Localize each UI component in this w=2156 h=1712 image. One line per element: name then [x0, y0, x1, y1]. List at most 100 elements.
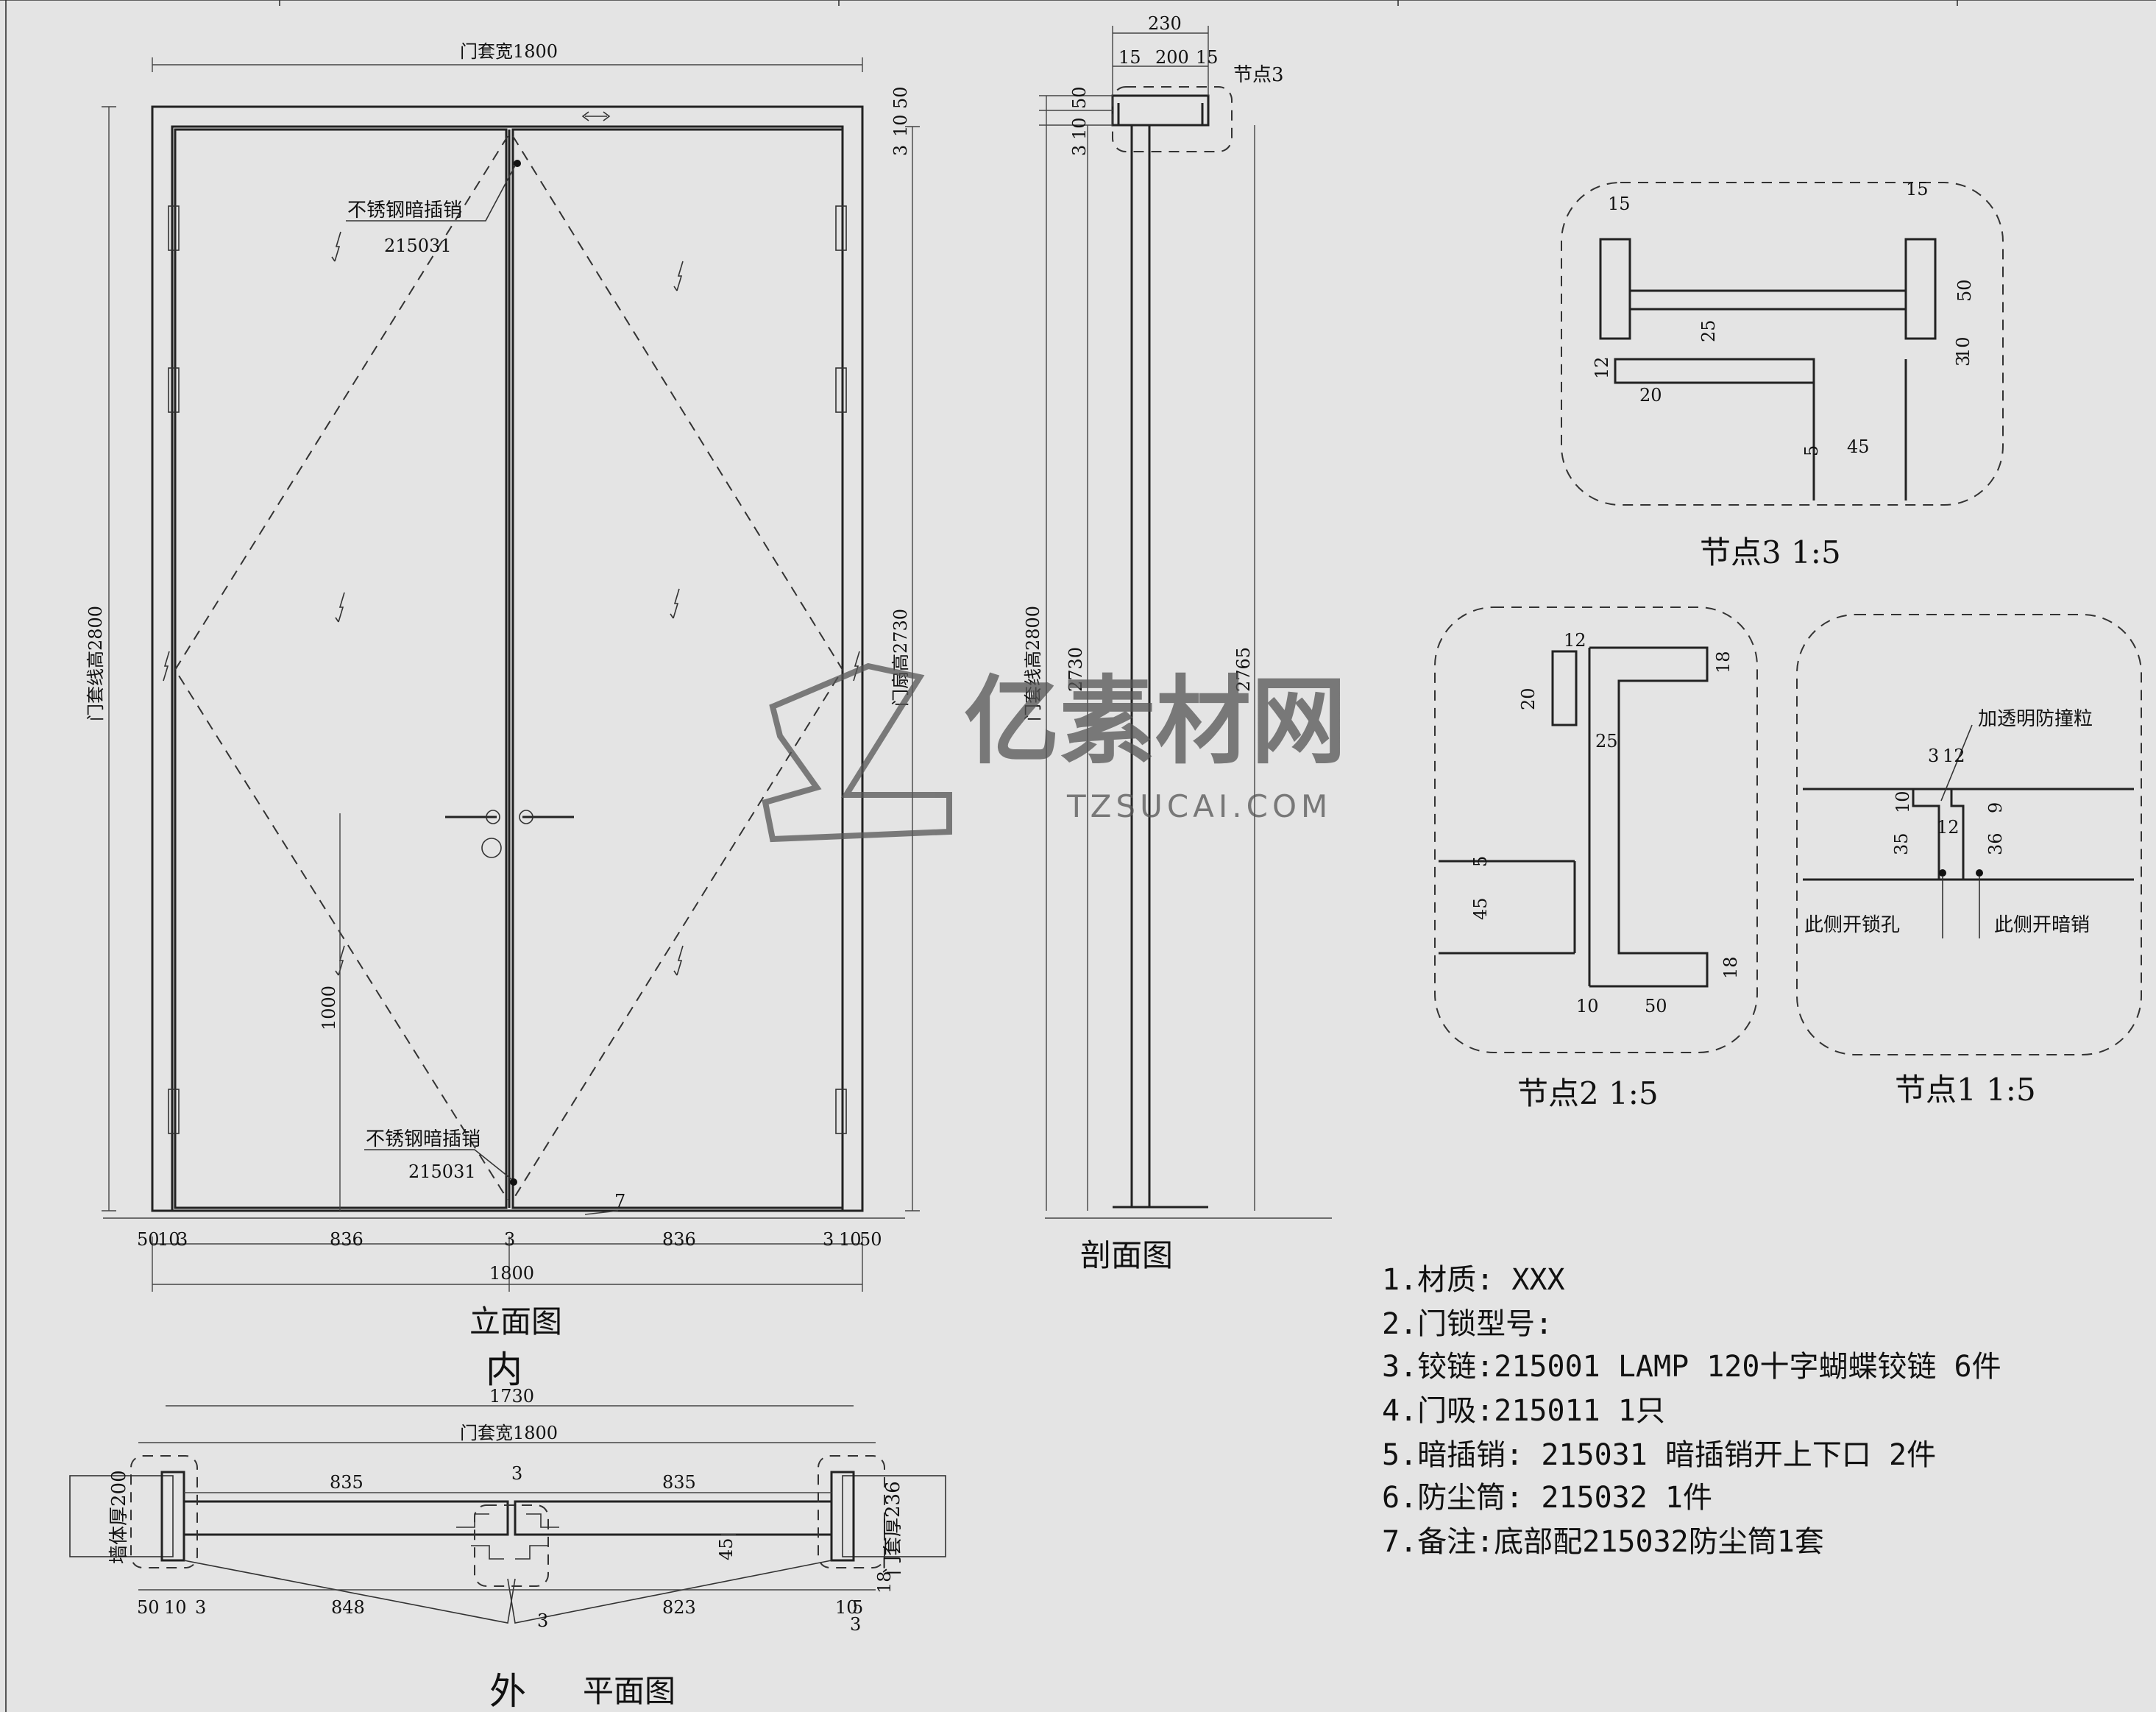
elev-bottom-dim-6: 3 [823, 1229, 834, 1250]
elevation-title: 立面图 [469, 1304, 562, 1340]
plan-width-dim: 门套宽1800 [460, 1423, 558, 1443]
node3-dim-9: 45 [1847, 436, 1870, 457]
elevation-width-dim: 门套宽1800 [460, 41, 558, 62]
note-4: 4.门吸:215011 1只 [1382, 1394, 1665, 1428]
top-bolt-dot [514, 160, 521, 167]
watermark-logo-icon [762, 662, 952, 843]
node3-dim-7: 20 [1639, 385, 1662, 406]
section-dim-50: 50 [1069, 86, 1090, 109]
node3-dim-2: 50 [1954, 279, 1975, 302]
node2-dim-6: 18 [1720, 956, 1741, 979]
section-view: 230 15 200 15 节点3 50 10 3 门套线高2800 2730 … [1023, 13, 1332, 1273]
plan-leaf-left: 835 [330, 1472, 364, 1493]
note-6: 6.防尘筒: 215032 1件 [1382, 1481, 1712, 1515]
node2-dim-2: 20 [1518, 687, 1539, 710]
plan-dim-1730: 1730 [489, 1386, 534, 1407]
bottom-bolt-dot [510, 1178, 517, 1186]
node3-dim-6: 12 [1592, 356, 1612, 379]
elev-bottom-dim-0: 50 [137, 1229, 160, 1250]
node2-dim-1: 18 [1713, 651, 1734, 673]
top-bolt-code: 215031 [384, 236, 452, 256]
node1-label-left: 此侧开锁孔 [1804, 914, 1900, 936]
notes-block: 1.材质: XXX 2.门锁型号: 3.铰链:215001 LAMP 120十字… [1382, 1263, 2001, 1559]
elevation-side-label: 内 [486, 1348, 522, 1391]
elev-bottom-dim-4: 3 [504, 1229, 515, 1250]
watermark-sub: TZSUCAI.COM [1066, 788, 1332, 824]
bottom-bolt-code: 215031 [408, 1161, 476, 1182]
section-width-dim: 230 [1148, 13, 1182, 34]
node2-dim-7: 10 [1576, 996, 1599, 1016]
section-dim-10: 10 [1069, 117, 1090, 140]
plan-bottom-dim-3: 848 [331, 1597, 365, 1618]
node3-title: 节点3 1:5 [1700, 534, 1841, 570]
node2-title: 节点2 1:5 [1517, 1075, 1659, 1111]
node3-dim-8: 5 [1801, 445, 1822, 456]
top-bolt-label: 不锈钢暗插销 [347, 199, 462, 222]
plan-bottom-dim-6: 5 [852, 1597, 863, 1618]
section-leaf-height: 2730 [1065, 647, 1086, 692]
node1-dim-4: 12 [1937, 817, 1960, 838]
plan-swing-gap-right: 3 [850, 1614, 861, 1635]
node3-dim-3: 25 [1698, 319, 1719, 342]
note-3: 3.铰链:215001 LAMP 120十字蝴蝶铰链 6件 [1382, 1350, 2001, 1384]
node1-label-top: 加透明防撞粒 [1978, 708, 2093, 730]
plan-bottom-dim-2: 3 [195, 1597, 206, 1618]
bottom-bolt-label: 不锈钢暗插销 [366, 1128, 481, 1150]
elev-bottom-dim-7: 10 [839, 1229, 862, 1250]
node2-dim-3: 25 [1595, 731, 1618, 751]
plan-bottom-dim-0: 50 [137, 1597, 160, 1618]
node1-detail: 加透明防撞粒 3 12 10 9 12 35 36 此侧开锁孔 此侧开暗销 节点… [1796, 614, 2142, 1108]
elev-total-width: 1800 [489, 1263, 534, 1284]
node3-dim-4: 10 [1953, 336, 1974, 359]
node3-dim-0: 15 [1608, 194, 1631, 214]
elevation-dim-50: 50 [890, 86, 911, 109]
node1-dim-2: 10 [1893, 790, 1913, 813]
plan-bottom-dim-1: 10 [164, 1597, 187, 1618]
node3-detail: 15 15 50 25 10 3 12 20 5 45 节点3 1:5 [1561, 179, 2004, 570]
node1-dim-1: 12 [1943, 746, 1965, 766]
node1-dim-5: 35 [1891, 832, 1912, 855]
section-dim-200: 200 [1155, 47, 1189, 68]
plan-outer-side-label: 外 [489, 1670, 526, 1712]
section-title: 剖面图 [1080, 1237, 1173, 1273]
node1-dim-6: 36 [1985, 832, 2006, 855]
plan-title: 平面图 [583, 1673, 675, 1709]
section-dim-15-right: 15 [1196, 47, 1219, 68]
hinge-icons-left [168, 205, 180, 1134]
handle-height-dim: 1000 [319, 986, 339, 1030]
section-total-height: 2765 [1233, 647, 1254, 692]
watermark-text: 亿素材网 [964, 665, 1347, 777]
plan-frame-thickness: 门套厚236 [882, 1481, 904, 1575]
note-1: 1.材质: XXX [1382, 1263, 1565, 1297]
elevation-height-dim: 门套线高2800 [85, 606, 106, 721]
plan-bottom-dim-5: 10 [835, 1597, 858, 1618]
plan-leaf-thickness: 45 [716, 1538, 737, 1560]
bottom-gap-dim: 7 [614, 1191, 625, 1212]
node1-title: 节点1 1:5 [1895, 1072, 2036, 1108]
note-2: 2.门锁型号: [1382, 1307, 1553, 1341]
plan-bottom-dim-4: 823 [662, 1597, 696, 1618]
note-7: 7.备注:底部配215032防尘筒1套 [1382, 1525, 1824, 1559]
watermark: 亿素材网 TZSUCAI.COM [762, 662, 1347, 843]
node2-detail: 12 18 20 25 5 45 18 10 50 节点2 1:5 [1434, 606, 1758, 1111]
plan-dim-18: 18 [874, 1571, 895, 1593]
swing-arrow-icons [163, 111, 860, 976]
node3-dim-5: 3 [1953, 356, 1974, 367]
node2-dim-8: 50 [1645, 996, 1667, 1016]
elev-bottom-dim-2: 3 [177, 1229, 188, 1250]
hinge-icons-right [835, 205, 847, 1134]
section-height-dim: 门套线高2800 [1023, 606, 1043, 721]
leaf-height-dim: 门扇高2730 [890, 609, 911, 707]
door-handle-icons [445, 810, 574, 858]
node3-dim-1: 15 [1906, 179, 1929, 199]
node1-dim-0: 3 [1928, 746, 1939, 766]
elev-bottom-dim-8: 50 [859, 1229, 882, 1250]
elevation-dim-10: 10 [890, 114, 911, 137]
note-5: 5.暗插销: 215031 暗插销开上下口 2件 [1382, 1438, 1936, 1472]
elevation-dim-3: 3 [890, 145, 911, 156]
elevation-view: 门套宽1800 门套线高2800 门扇高2730 50 10 3 1000 不锈… [85, 41, 920, 1391]
elev-bottom-dim-5: 836 [662, 1229, 696, 1250]
node2-dim-4: 5 [1470, 856, 1491, 867]
node1-label-right: 此侧开暗销 [1994, 914, 2090, 936]
